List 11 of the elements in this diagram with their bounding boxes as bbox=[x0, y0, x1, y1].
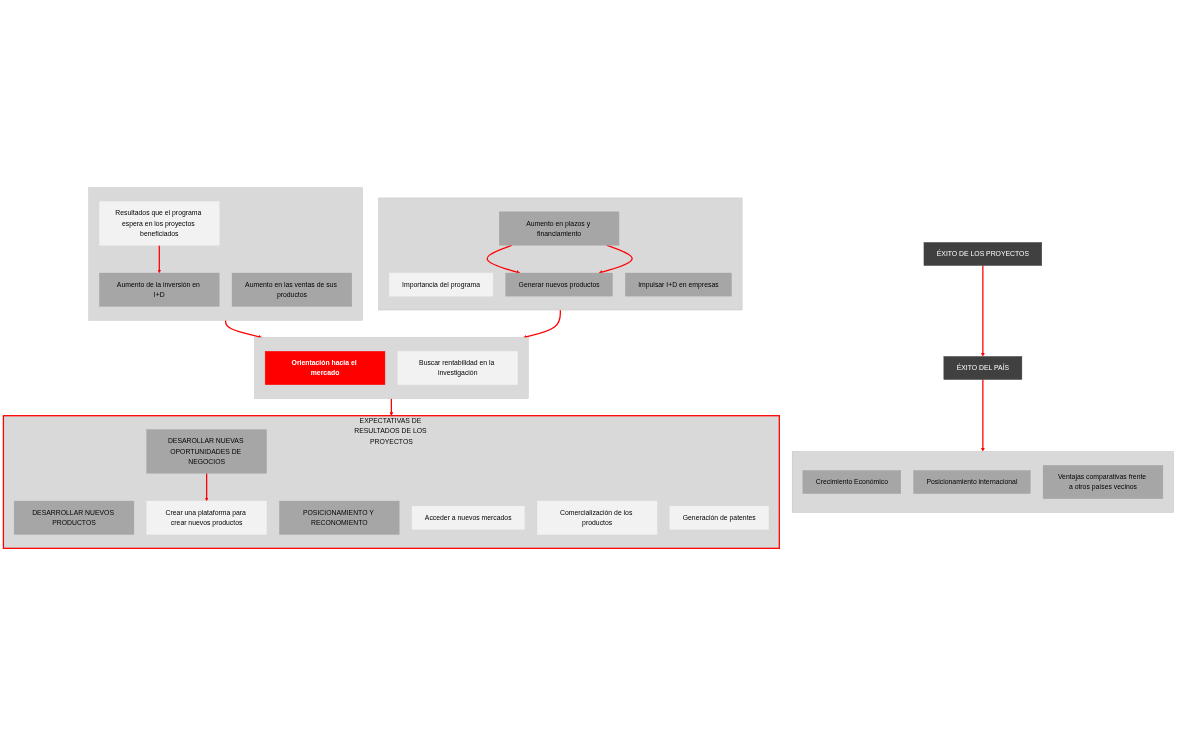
cluster bbox=[791, 451, 1174, 513]
arrow bbox=[224, 319, 262, 339]
arrow bbox=[204, 472, 209, 502]
cluster bbox=[254, 337, 529, 399]
arrow bbox=[157, 244, 162, 274]
cluster bbox=[88, 187, 363, 321]
cluster bbox=[378, 197, 743, 311]
arrow bbox=[486, 244, 521, 274]
arrow bbox=[523, 309, 561, 339]
arrow bbox=[981, 264, 985, 357]
arrow bbox=[981, 378, 985, 452]
